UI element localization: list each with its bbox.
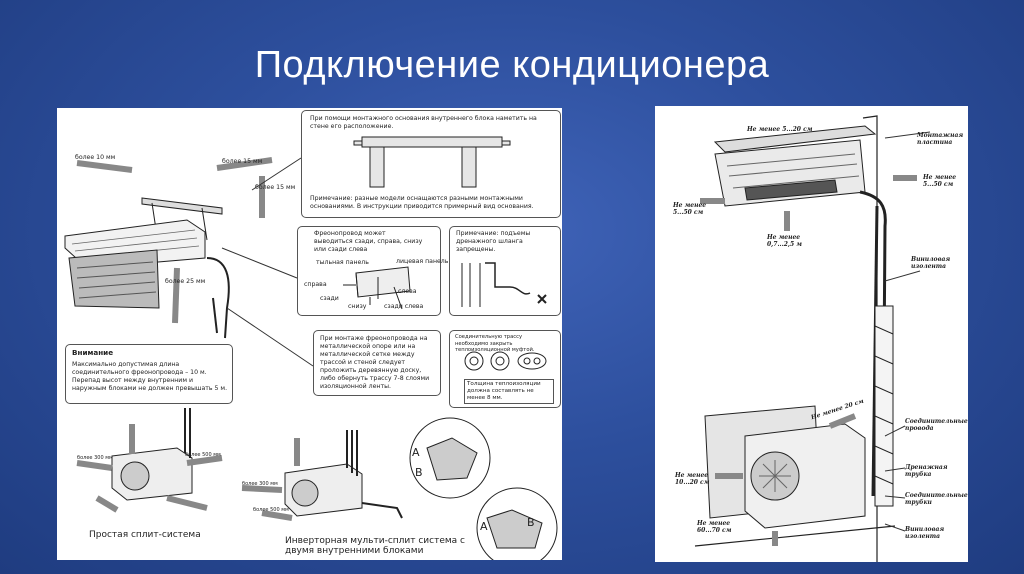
attention-text: Максимально допустимая длина соединитель… xyxy=(72,361,228,392)
freon-direction-drawing xyxy=(343,266,411,310)
dim-label-top-left: более 10 мм xyxy=(75,154,116,161)
label-bottom: снизу xyxy=(348,303,367,310)
front-grille-sketch xyxy=(68,249,160,309)
pipe-mounting-text: При монтаже фреонопровода на металлическ… xyxy=(320,335,430,390)
outdoor-dim-left: более 300 мм xyxy=(77,455,113,461)
label-right: справа xyxy=(304,281,327,288)
dim-label-top-right: более 15 мм xyxy=(222,158,263,165)
insulation-drawing xyxy=(464,351,547,371)
outdoor-dim-right: более 500 мм xyxy=(185,452,221,458)
label-wires: Соединительные провода xyxy=(905,418,968,432)
label-outdoor-front: Не менее 60...70 см xyxy=(697,520,732,534)
mounting-instruction-text: При помощи монтажного основания внутренн… xyxy=(310,115,537,130)
mounting-plate-drawing xyxy=(353,136,511,188)
label-drain: Дренажная трубка xyxy=(905,464,948,478)
label-outdoor-side: Не менее 10...20 см xyxy=(675,472,710,486)
attention-box: Внимание Максимально допустимая длина со… xyxy=(65,344,233,404)
wall-installation-panel: Не менее 5...20 см Монтажная пластина Не… xyxy=(655,106,968,562)
mounting-note: Примечание: разные модели оснащаются раз… xyxy=(310,195,534,210)
drain-note-box: Примечание: подъемы дренажного шланга за… xyxy=(449,226,561,316)
wall-installation-drawing xyxy=(694,115,931,562)
label-vinyl-tape-top: Виниловая изолента xyxy=(911,256,951,270)
label-vinyl-tape-bottom: Виниловая изолента xyxy=(905,526,945,540)
label-pipes: Соединительные трубки xyxy=(905,492,968,506)
label-back: сзади xyxy=(320,295,339,302)
insulation-box: Соединительную трассу необходимо закрыть… xyxy=(449,330,561,408)
label-back-panel: тыльная панель xyxy=(316,259,369,266)
dim-label-right-vertical: более 15 мм xyxy=(255,184,296,191)
outdoor-unit-drawing xyxy=(744,423,866,529)
installation-diagram-panel: более 10 мм более 15 мм более 15 мм боле… xyxy=(57,108,562,560)
label-top-clearance: Не менее 5...20 см xyxy=(747,126,813,133)
drain-drawing xyxy=(461,262,547,307)
label-left-clearance: Не менее 5...50 см xyxy=(673,202,707,216)
multi-dim-left: более 300 мм xyxy=(242,481,278,487)
mounting-instruction-box: При помощи монтажного основания внутренн… xyxy=(301,110,561,218)
installation-drawing xyxy=(64,157,558,560)
drain-note-text: Примечание: подъемы дренажного шланга за… xyxy=(456,230,531,253)
slide-title: Подключение кондиционера xyxy=(254,44,770,86)
label-left: слева xyxy=(398,288,417,295)
multi-dim-bottom: более 500 мм xyxy=(253,507,289,513)
insulation-text: Соединительную трассу необходимо закрыть… xyxy=(455,334,535,353)
label-mount-plate: Монтажная пластина xyxy=(917,132,964,146)
dim-label-side-vertical: более 25 мм xyxy=(165,278,206,285)
label-below-clearance: Не менее 0,7...2,5 м xyxy=(767,234,802,248)
callout-label-a-top: A xyxy=(412,446,420,459)
mounting-plate-sketch xyxy=(141,197,223,215)
caption-simple-split: Простая сплит-система xyxy=(89,530,201,540)
label-right-clearance: Не менее 5...50 см xyxy=(923,174,957,188)
freon-direction-text: Фреонопровод может выводиться сзади, спр… xyxy=(314,230,423,253)
callout-label-a-bottom: A xyxy=(480,520,488,533)
attention-heading: Внимание xyxy=(72,348,114,357)
label-front-panel: лицевая панель xyxy=(396,258,449,265)
label-back-left: сзади слева xyxy=(384,303,424,310)
callout-label-b-bottom: B xyxy=(527,516,535,529)
insulation-note: Толщина теплоизоляции должна составлять … xyxy=(464,379,554,404)
caption-multi-split: Инверторная мульти-сплит система с двумя… xyxy=(285,536,465,556)
callout-label-b-top: B xyxy=(415,466,423,479)
freon-direction-box: Фреонопровод может выводиться сзади, спр… xyxy=(297,226,448,316)
pipe-mounting-box: При монтаже фреонопровода на металлическ… xyxy=(313,330,441,396)
